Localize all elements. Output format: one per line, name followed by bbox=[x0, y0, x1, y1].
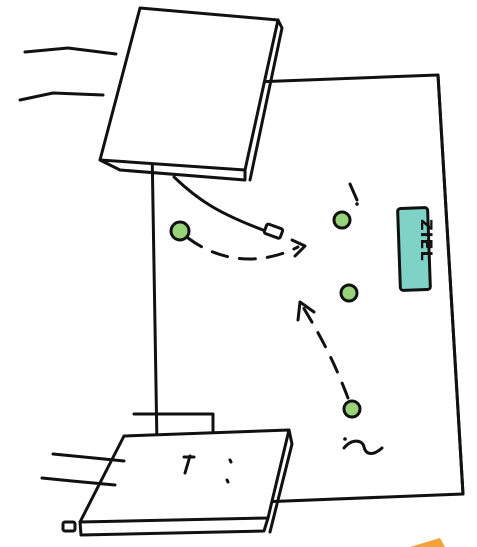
lower-dot bbox=[344, 401, 360, 417]
top-book-handle-line-2 bbox=[20, 93, 103, 100]
start-dot bbox=[171, 222, 189, 240]
orange-accent bbox=[410, 538, 445, 547]
top-book bbox=[100, 8, 282, 180]
middle-dot bbox=[341, 285, 357, 301]
top-book-handle-line-1 bbox=[25, 48, 116, 54]
pen-marker bbox=[63, 522, 75, 531]
goal-box: ZIEL bbox=[398, 208, 436, 291]
upper-dot bbox=[334, 212, 350, 228]
goal-label: ZIEL bbox=[417, 219, 436, 262]
question-dot bbox=[343, 437, 347, 441]
exclamation-dot bbox=[355, 202, 359, 206]
